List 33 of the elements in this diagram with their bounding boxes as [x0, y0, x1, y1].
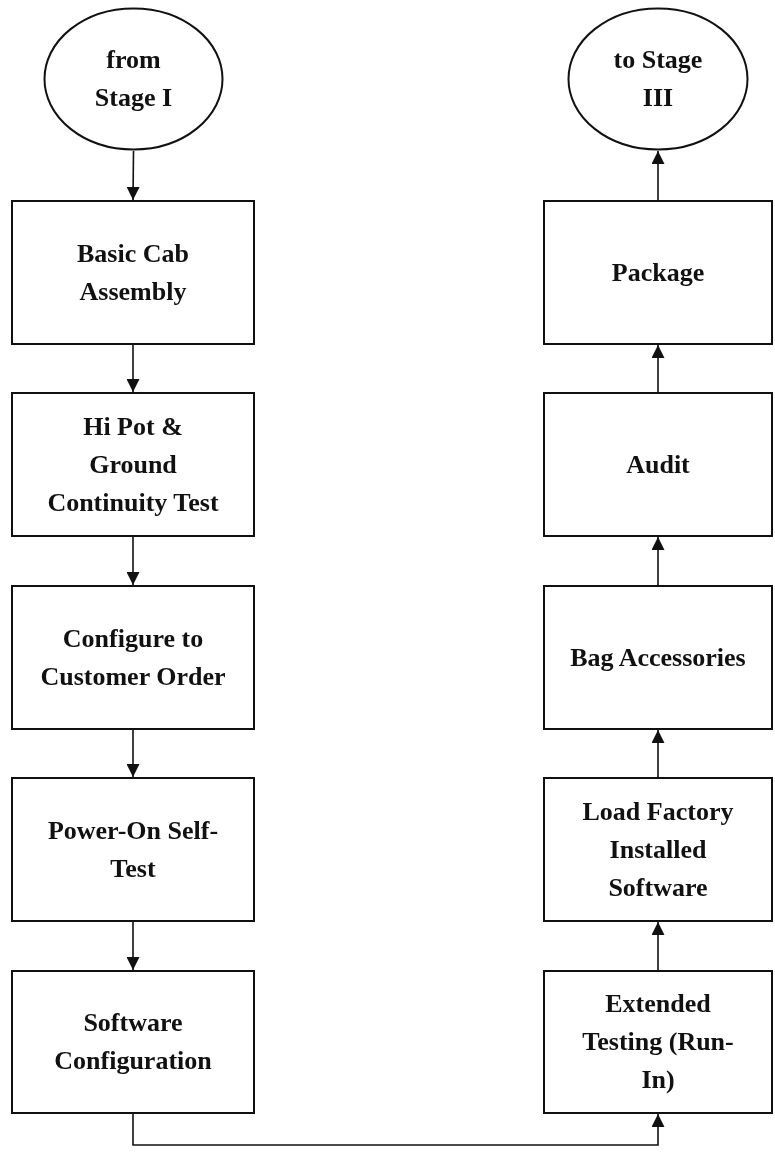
process-box	[543, 392, 773, 537]
arrow	[651, 536, 665, 586]
step-label: Load Factory Installed Software	[581, 795, 735, 904]
arrow	[132, 1113, 665, 1146]
process-box	[11, 200, 255, 345]
step-label: to Stage III	[612, 44, 704, 114]
arrow	[126, 536, 140, 586]
step-label: Hi Pot & Ground Continuity Test	[46, 410, 220, 519]
arrow	[651, 344, 665, 393]
arrow	[651, 729, 665, 778]
arrow	[651, 150, 665, 201]
process-box	[543, 777, 773, 922]
arrow	[126, 729, 140, 778]
process-box	[543, 970, 773, 1114]
arrow	[126, 921, 140, 971]
step-label: from Stage I	[93, 44, 174, 114]
step-label: Bag Accessories	[569, 641, 747, 674]
step-label: Extended Testing (Run-In)	[581, 988, 735, 1096]
process-box	[543, 200, 773, 345]
process-box	[11, 970, 255, 1114]
step-label: Package	[610, 256, 706, 289]
process-box	[11, 585, 255, 730]
process-box	[11, 392, 255, 537]
step-label: Software Configuration	[53, 1007, 213, 1077]
arrow	[126, 150, 140, 201]
process-box	[11, 777, 255, 922]
process-box	[543, 585, 773, 730]
step-label: Power-On Self-Test	[46, 814, 220, 885]
step-label: Basic Cab Assembly	[76, 237, 190, 308]
arrow	[126, 344, 140, 393]
step-label: Configure to Customer Order	[39, 622, 227, 693]
step-label: Audit	[625, 448, 691, 481]
arrow	[651, 921, 665, 971]
